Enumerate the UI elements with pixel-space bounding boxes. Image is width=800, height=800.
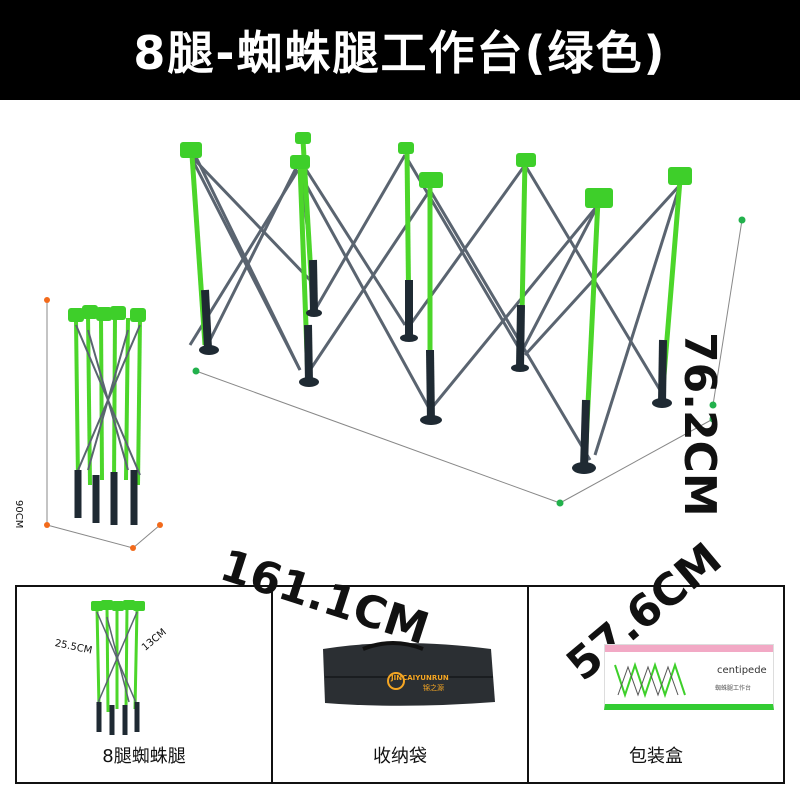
title-bar: 8腿-蜘蛛腿工作台(绿色) — [0, 0, 800, 100]
bag-brand-cn: 锦之源 — [423, 684, 444, 692]
packaging-box-image: centipede 蜘蛛腿工作台 — [604, 644, 774, 710]
dimension-lines — [46, 219, 743, 549]
item-cell-bag: JINCAIYUNRUN 锦之源 收纳袋 — [273, 587, 529, 782]
main-figure: 161.1CM 57.6CM 76.2CM 90CM 25.5CM 13CM — [0, 100, 800, 691]
item-label-box: 包装盒 — [629, 746, 683, 767]
folded-sawhorse — [68, 305, 146, 525]
box-subtitle: 蜘蛛腿工作台 — [715, 685, 752, 692]
dimension-dots — [192, 216, 746, 507]
bag-brand: JINCAIYUNRUN — [391, 674, 449, 682]
foot-pads — [199, 309, 672, 474]
storage-bag-image — [323, 641, 495, 706]
item-cell-legs: 8腿蜘蛛腿 — [17, 587, 273, 782]
item-cell-box: centipede 蜘蛛腿工作台 包装盒 — [529, 587, 783, 782]
box-stripe — [605, 645, 773, 652]
page-title: 8腿-蜘蛛腿工作台(绿色) — [133, 26, 667, 80]
folded-height-dimension: 90CM — [13, 500, 24, 529]
sawhorse-illustration — [44, 132, 746, 551]
item-label-bag: 收纳袋 — [373, 746, 427, 767]
height-dimension: 76.2CM — [674, 332, 725, 517]
leg-caps — [180, 132, 692, 208]
feet — [201, 259, 667, 469]
folded-legs-image — [91, 600, 145, 735]
folded-dimension-dots — [44, 297, 163, 551]
item-label-legs: 8腿蜘蛛腿 — [102, 746, 186, 767]
box-brand: centipede — [717, 665, 767, 676]
box-sawhorse-icon — [614, 661, 686, 699]
package-contents-grid: 8腿蜘蛛腿 JINCAIYUNRUN 锦之源 收纳袋 centipede 蜘蛛腿… — [15, 585, 785, 784]
frame-braces — [188, 153, 682, 461]
